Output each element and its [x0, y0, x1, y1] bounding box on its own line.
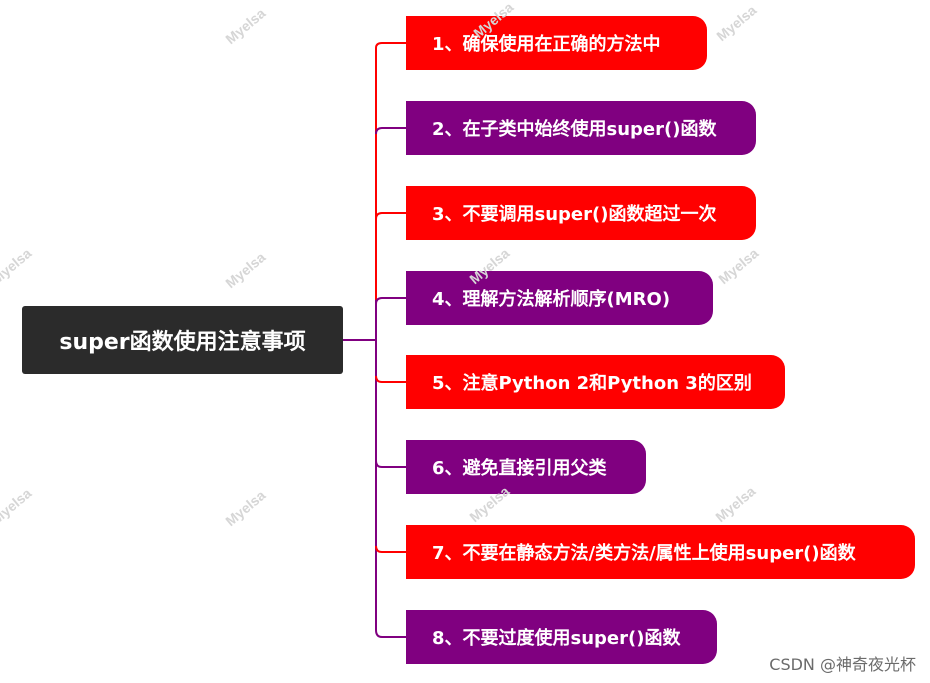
topic-3[interactable]: 3、不要调用super()函数超过一次	[406, 186, 756, 240]
connector-branch-5	[375, 375, 406, 383]
topic-5[interactable]: 5、注意Python 2和Python 3的区别	[406, 355, 785, 409]
connector-branch-1	[375, 42, 406, 49]
connector-branch-4	[375, 297, 406, 305]
connector-branch-6	[375, 460, 406, 468]
topic-2[interactable]: 2、在子类中始终使用super()函数	[406, 101, 756, 155]
connector-branch-3	[375, 212, 406, 220]
topic-6-label: 6、避免直接引用父类	[432, 458, 607, 479]
topic-8-label: 8、不要过度使用super()函数	[432, 628, 681, 649]
topic-5-label: 5、注意Python 2和Python 3的区别	[432, 373, 752, 394]
credit-text: CSDN @神奇夜光杯	[769, 655, 916, 674]
connector-branch-8	[375, 629, 406, 638]
topic-7-label: 7、不要在静态方法/类方法/属性上使用super()函数	[432, 543, 856, 564]
topic-4[interactable]: 4、理解方法解析顺序(MRO)	[406, 271, 713, 325]
topic-8[interactable]: 8、不要过度使用super()函数	[406, 610, 717, 664]
topic-6[interactable]: 6、避免直接引用父类	[406, 440, 646, 494]
topic-1-label: 1、确保使用在正确的方法中	[432, 34, 661, 55]
topic-7[interactable]: 7、不要在静态方法/类方法/属性上使用super()函数	[406, 525, 915, 579]
topic-2-label: 2、在子类中始终使用super()函数	[432, 119, 717, 140]
topic-1[interactable]: 1、确保使用在正确的方法中	[406, 16, 707, 70]
connector-branch-2	[375, 127, 406, 135]
connector-branch-7	[375, 545, 406, 553]
root-label: super函数使用注意事项	[59, 330, 306, 355]
topic-3-label: 3、不要调用super()函数超过一次	[432, 204, 717, 225]
root-node[interactable]: super函数使用注意事项	[22, 306, 343, 374]
topic-4-label: 4、理解方法解析顺序(MRO)	[432, 289, 671, 310]
